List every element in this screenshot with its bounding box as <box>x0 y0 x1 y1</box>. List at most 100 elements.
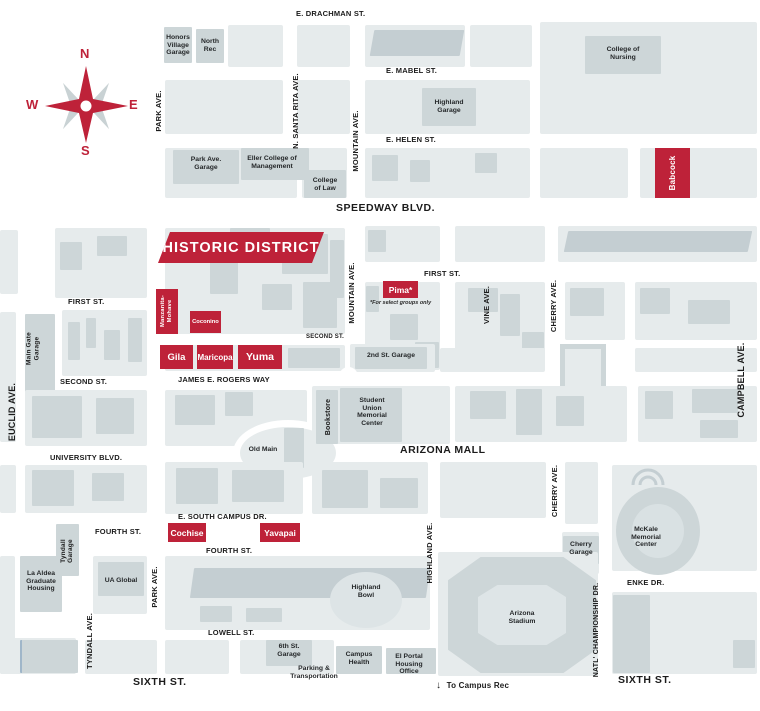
street-label-park-south: PARK AVE. <box>149 566 159 608</box>
residence-hall-cochise: Cochise <box>168 523 206 542</box>
building <box>86 318 96 348</box>
building-main-gate-garage <box>25 314 55 400</box>
street-label-second-west: SECOND ST. <box>60 377 108 386</box>
building <box>475 153 497 173</box>
building-label-la-aldea: La Aldea Graduate Housing <box>26 570 56 593</box>
street-label-speedway: SPEEDWAY BLVD. <box>336 202 435 214</box>
building-label-eller: Eller College of Management <box>247 155 297 170</box>
pima-note: *For select groups only <box>370 300 432 306</box>
residence-hall-manzanita-mohave-label: Manzanita- Mohave <box>160 295 173 327</box>
street-label-sixth-west: SIXTH ST. <box>133 676 187 688</box>
to-campus-rec-label: To Campus Rec <box>446 681 510 690</box>
building-ua-global <box>98 562 144 596</box>
street-label-park-north: PARK AVE. <box>153 90 163 132</box>
building <box>410 160 430 182</box>
building <box>262 284 292 310</box>
street-label-mountain-north: MOUNTAIN AVE. <box>350 110 360 172</box>
building-label-main-gate-garage: Main Gate Garage <box>25 332 40 365</box>
building-old-main <box>284 428 304 468</box>
street-label-cherry-south: CHERRY AVE. <box>549 464 559 518</box>
highland-bowl-field <box>330 572 402 628</box>
building <box>210 262 238 294</box>
down-arrow-icon: ↓ <box>436 680 442 691</box>
building <box>570 288 604 316</box>
building <box>175 395 215 425</box>
street-label-tyndall: TYNDALL AVE. <box>84 613 94 670</box>
building-mckale-inner <box>632 504 684 558</box>
street-label-lowell: LOWELL ST. <box>208 628 255 637</box>
city-block <box>0 312 16 442</box>
building-label-campus-health: Campus Health <box>345 651 373 666</box>
building <box>368 230 386 252</box>
building <box>246 608 282 622</box>
building-label-highland-bowl: Highland Bowl <box>351 584 381 599</box>
street-label-vine: VINE AVE. <box>481 285 491 325</box>
street-label-helen: E. HELEN ST. <box>386 135 436 144</box>
building-label-college-of-law: College of Law <box>312 177 338 192</box>
building <box>96 398 134 434</box>
building-square-court <box>560 344 606 392</box>
building <box>700 420 738 438</box>
building <box>585 36 661 74</box>
street-label-arizona-mall: ARIZONA MALL <box>400 444 486 456</box>
building <box>97 236 127 256</box>
building-label-cherry-garage: Cherry Garage <box>569 541 593 556</box>
city-block <box>440 348 545 372</box>
building <box>500 294 520 336</box>
building-label-college-of-nursing: College of Nursing <box>606 46 640 61</box>
building-label-student-union: Student Union Memorial Center <box>357 397 387 427</box>
street-label-natl-championship: NATL' CHAMPIONSHIP DR. <box>592 582 600 678</box>
building-label-highland-garage: Highland Garage <box>434 99 464 114</box>
mckale-arcs-icon <box>631 468 665 486</box>
street-label-highland: HIGHLAND AVE. <box>424 522 434 584</box>
building <box>32 396 82 438</box>
historic-district-banner: HISTORIC DISTRICT <box>158 232 324 263</box>
building <box>304 170 346 198</box>
building-label-park-ave-garage: Park Ave. Garage <box>190 156 222 171</box>
building <box>369 30 465 56</box>
city-block <box>85 640 157 674</box>
to-campus-rec-annotation: ↓ To Campus Rec <box>436 680 509 691</box>
building <box>556 396 584 426</box>
city-block <box>635 348 757 372</box>
city-block <box>297 25 350 67</box>
building <box>645 391 673 419</box>
building <box>688 300 730 324</box>
building-label-parking-transportation: Parking & Transportation <box>290 665 338 680</box>
building <box>241 148 309 180</box>
compass-south-label: S <box>81 143 90 158</box>
city-block <box>440 462 546 518</box>
building-label-ua-global: UA Global <box>104 577 138 584</box>
building <box>468 288 498 312</box>
building <box>225 392 253 416</box>
building-label-old-main: Old Main <box>248 446 278 453</box>
building <box>104 330 120 360</box>
building-label-6th-st-garage: 6th St. Garage <box>277 643 301 658</box>
city-block <box>540 148 628 198</box>
building <box>390 314 418 340</box>
building <box>330 240 344 298</box>
street-label-campbell: CAMPBELL AVE. <box>736 342 746 418</box>
city-block <box>0 465 16 513</box>
building-label-mckale: McKale Memorial Center <box>631 526 661 549</box>
building-label-honors-village-garage: Honors Village Garage <box>166 34 190 57</box>
compass-east-label: E <box>129 97 138 112</box>
building <box>563 231 753 252</box>
roundabout <box>339 367 358 386</box>
building <box>516 389 542 435</box>
street-label-fourth-west: FOURTH ST. <box>95 527 142 536</box>
building <box>372 155 398 181</box>
building-label-bookstore: Bookstore <box>324 398 332 436</box>
building-label-arizona-stadium: Arizona Stadium <box>508 610 536 625</box>
street-label-second-center: SECOND ST. <box>306 334 345 340</box>
building-student-union <box>340 388 402 442</box>
building <box>733 640 755 668</box>
street-label-fourth-center: FOURTH ST. <box>206 546 253 555</box>
street-label-south-campus: E. SOUTH CAMPUS DR. <box>178 512 267 521</box>
building-6th-st-garage <box>266 640 312 666</box>
street-label-first-west: FIRST ST. <box>68 297 105 306</box>
residence-hall-manzanita-mohave <box>156 289 178 334</box>
city-block <box>165 80 283 134</box>
city-block <box>470 25 532 67</box>
building-label-2nd-st-garage: 2nd St. Garage <box>367 352 415 359</box>
